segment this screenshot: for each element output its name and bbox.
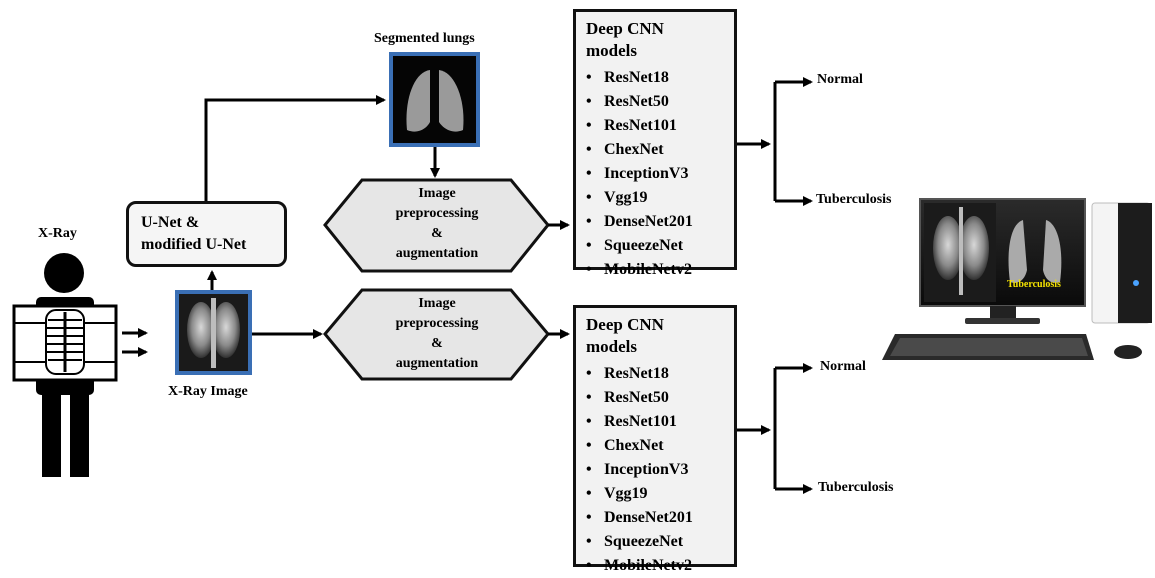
model-item: ResNet18 (586, 66, 726, 90)
segmented-lungs-thumbnail (389, 52, 480, 147)
model-item: ResNet50 (586, 386, 726, 410)
model-item: DenseNet201 (586, 210, 726, 234)
cnn-models-box-bottom: Deep CNN models ResNet18 ResNet50 ResNet… (573, 305, 737, 574)
xray-label: X-Ray (38, 226, 77, 241)
model-item: SqueezeNet (586, 234, 726, 258)
cnn-models-title-top: Deep CNN models (586, 18, 726, 62)
model-item: InceptionV3 (586, 162, 726, 186)
preprocessing-label-top: Image preprocessing & augmentation (352, 184, 522, 264)
model-item: Vgg19 (586, 186, 726, 210)
output-tuberculosis-bottom: Tuberculosis (818, 480, 894, 495)
prep-top-line1: Image (418, 186, 456, 201)
prep-bottom-line4: augmentation (395, 356, 479, 371)
prep-top-line3: & (431, 226, 443, 241)
output-tuberculosis-top: Tuberculosis (816, 192, 892, 207)
model-item: InceptionV3 (586, 458, 726, 482)
cnn-title-top-line2: models (586, 41, 637, 60)
cnn-title-bottom-line1: Deep CNN (586, 315, 664, 334)
prep-bottom-line2: preprocessing (395, 316, 479, 331)
prep-bottom-line1: Image (418, 296, 456, 311)
model-item: ResNet50 (586, 90, 726, 114)
computer-illustration (882, 198, 1152, 360)
model-item: ResNet101 (586, 114, 726, 138)
model-item: ResNet18 (586, 362, 726, 386)
model-item: SqueezeNet (586, 530, 726, 554)
cnn-title-bottom-line2: models (586, 337, 637, 356)
prep-bottom-line3: & (431, 336, 443, 351)
cnn-models-box-top: Deep CNN models ResNet18 ResNet50 ResNet… (573, 9, 737, 278)
model-item: MobileNetv2 (586, 554, 726, 578)
output-branch-bottom (737, 363, 813, 494)
segmented-lungs-label: Segmented lungs (374, 31, 475, 46)
unet-box-line1: U-Net & (141, 214, 200, 231)
xray-plate-icon (12, 304, 118, 382)
model-item: ResNet101 (586, 410, 726, 434)
model-item: MobileNetv2 (586, 258, 726, 282)
xray-beam-arrows (122, 328, 148, 357)
cnn-models-list-bottom: ResNet18 ResNet50 ResNet101 ChexNet Ince… (586, 362, 726, 578)
preprocessing-label-bottom: Image preprocessing & augmentation (352, 294, 522, 374)
model-item: ChexNet (586, 434, 726, 458)
output-normal-bottom: Normal (820, 359, 866, 374)
prep-top-line4: augmentation (395, 246, 479, 261)
cnn-models-title-bottom: Deep CNN models (586, 314, 726, 358)
unet-box-line2: modified U-Net (141, 236, 247, 253)
monitor-tuberculosis-overlay: Tuberculosis (1007, 279, 1061, 290)
unet-box: U-Net & modified U-Net (126, 201, 287, 267)
cnn-models-list-top: ResNet18 ResNet50 ResNet101 ChexNet Ince… (586, 66, 726, 282)
model-item: DenseNet201 (586, 506, 726, 530)
model-item: ChexNet (586, 138, 726, 162)
xray-image-label: X-Ray Image (168, 384, 248, 399)
cnn-title-top-line1: Deep CNN (586, 19, 664, 38)
output-branch-top (737, 77, 813, 206)
prep-top-line2: preprocessing (395, 206, 479, 221)
xray-image-thumbnail (175, 290, 252, 375)
model-item: Vgg19 (586, 482, 726, 506)
output-normal-top: Normal (817, 72, 863, 87)
